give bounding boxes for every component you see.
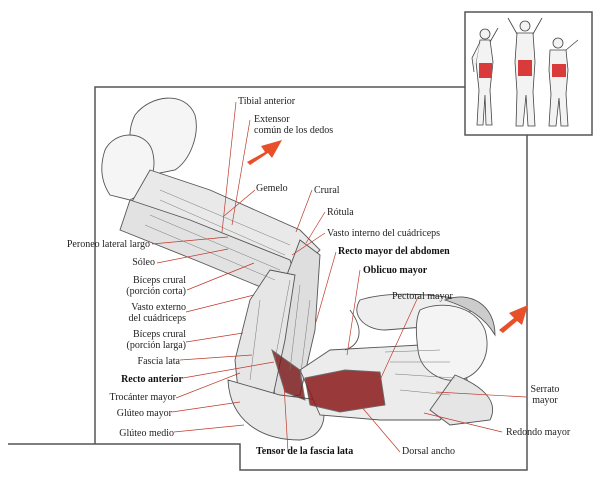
label-redondo-mayor: Redondo mayor <box>506 427 571 438</box>
label-pectoral-mayor: Pectoral mayor <box>392 291 453 302</box>
label-soleo: Sóleo <box>132 257 155 268</box>
thumbnail-highlight-side <box>479 63 492 78</box>
thumbnail-highlight-back <box>552 64 566 77</box>
leader-lines <box>151 101 527 453</box>
label-vasto-externo-2: del cuádriceps <box>128 313 186 324</box>
thumbnail-figure-side <box>471 27 499 126</box>
label-gluteo-medio: Glúteo medio <box>119 428 174 439</box>
label-extensor-line2: común de los dedos <box>254 125 334 136</box>
thumbnail-highlight-front <box>518 60 532 76</box>
label-vasto-interno: Vasto interno del cuádriceps <box>327 228 441 239</box>
label-serrato-1: Serrato <box>530 384 560 395</box>
thumbnail-panel <box>464 11 593 136</box>
label-biceps-corta-2: (porción corta) <box>126 286 186 297</box>
direction-arrow-upper <box>247 140 282 165</box>
label-dorsal-ancho: Dorsal ancho <box>402 446 456 457</box>
figure-body <box>101 97 496 441</box>
label-biceps-corta-1: Bíceps crural <box>132 275 186 286</box>
label-gemelo: Gemelo <box>256 183 288 194</box>
label-extensor-line1: Extensor <box>254 114 290 125</box>
direction-arrow-right <box>499 305 528 333</box>
label-vasto-externo-1: Vasto externo <box>131 302 186 313</box>
thumbnail-figure-front <box>507 17 543 127</box>
label-oblicuo-mayor: Oblicuo mayor <box>363 265 428 276</box>
label-gluteo-mayor: Glúteo mayor <box>116 408 172 419</box>
label-tibial-anterior: Tibial anterior <box>238 96 296 107</box>
label-tensor: Tensor de la fascia lata <box>256 446 354 457</box>
label-trocanter: Trocánter mayor <box>109 392 176 403</box>
label-peroneo: Peroneo lateral largo <box>66 239 150 250</box>
label-rotula: Rótula <box>327 207 354 218</box>
label-biceps-larga-2: (porción larga) <box>126 340 186 351</box>
label-crural: Crural <box>314 185 340 196</box>
label-biceps-larga-1: Bíceps crural <box>132 329 186 340</box>
label-recto-anterior: Recto anterior <box>121 374 183 385</box>
label-recto-mayor: Recto mayor del abdomen <box>338 246 450 257</box>
frame <box>8 86 528 471</box>
label-serrato-2: mayor <box>532 395 558 406</box>
label-fascia-lata: Fascia lata <box>137 356 180 367</box>
